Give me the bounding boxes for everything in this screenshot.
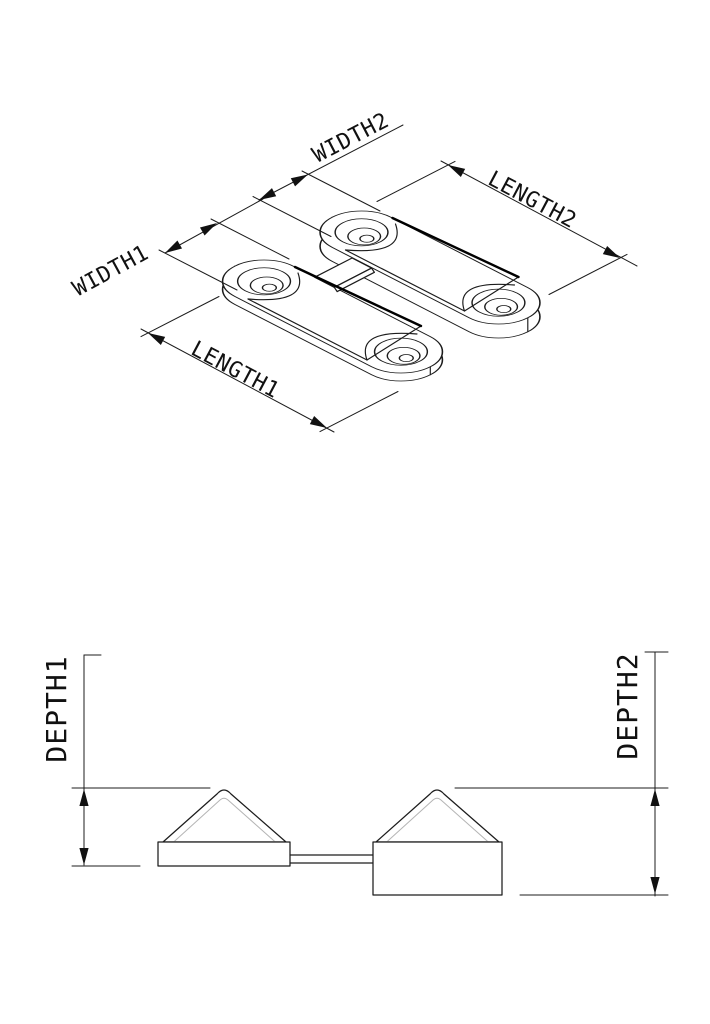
section-piece-left [157,789,291,867]
pad-rear [302,201,558,348]
witness-line [301,170,381,212]
left-wedge-profile [162,789,287,843]
dimension-arrowhead-icon [162,240,183,257]
dimension-line [140,328,335,433]
right-wedge-inner-edge [384,797,491,844]
witness-line [140,296,220,338]
dimension-label-width1: WIDTH1 [69,241,153,302]
dimension-arrowhead-icon [650,877,660,894]
dimension-depth1: DEPTH1 [40,654,211,867]
dimension-depth2: DEPTH2 [454,651,669,897]
dimension-label-length1: LENGTH1 [187,337,284,404]
left-base-profile [157,841,291,867]
connector-strip-profile [289,854,374,864]
dimension-label-length2: LENGTH2 [484,167,581,234]
dimension-arrowhead-icon [145,328,166,346]
dimension-label-depth2: DEPTH2 [611,652,644,759]
dimension-arrowhead-icon [602,245,623,263]
witness-line [319,391,399,433]
dimension-line [258,124,404,201]
isometric-view: WIDTH1 WIDTH2 LENGTH1 LENGTH2 [69,108,638,433]
dimension-line [440,160,638,267]
witness-line [252,196,332,237]
dimension-arrowhead-icon [79,848,89,865]
witness-line [548,253,628,295]
pad-front [204,250,461,391]
connector-tab [314,257,376,293]
dimension-arrowhead-icon [650,789,660,806]
dimension-arrowhead-icon [256,188,277,205]
witness-line [210,218,290,260]
right-wedge-profile [375,789,500,843]
dimension-label-depth1: DEPTH1 [40,655,73,762]
dimension-arrowhead-icon [445,160,466,178]
right-base-profile [372,841,503,896]
left-wedge-inner-edge [171,797,278,844]
witness-line [158,249,238,291]
witness-line [376,160,456,202]
section-piece-right [372,789,503,896]
dimension-arrowhead-icon [309,415,330,433]
side-elevation-view: DEPTH1 DEPTH2 [40,651,669,897]
dimension-arrowhead-icon [79,789,89,806]
dimension-arrowhead-icon [290,170,311,187]
dimension-label-width2: WIDTH2 [309,108,394,168]
